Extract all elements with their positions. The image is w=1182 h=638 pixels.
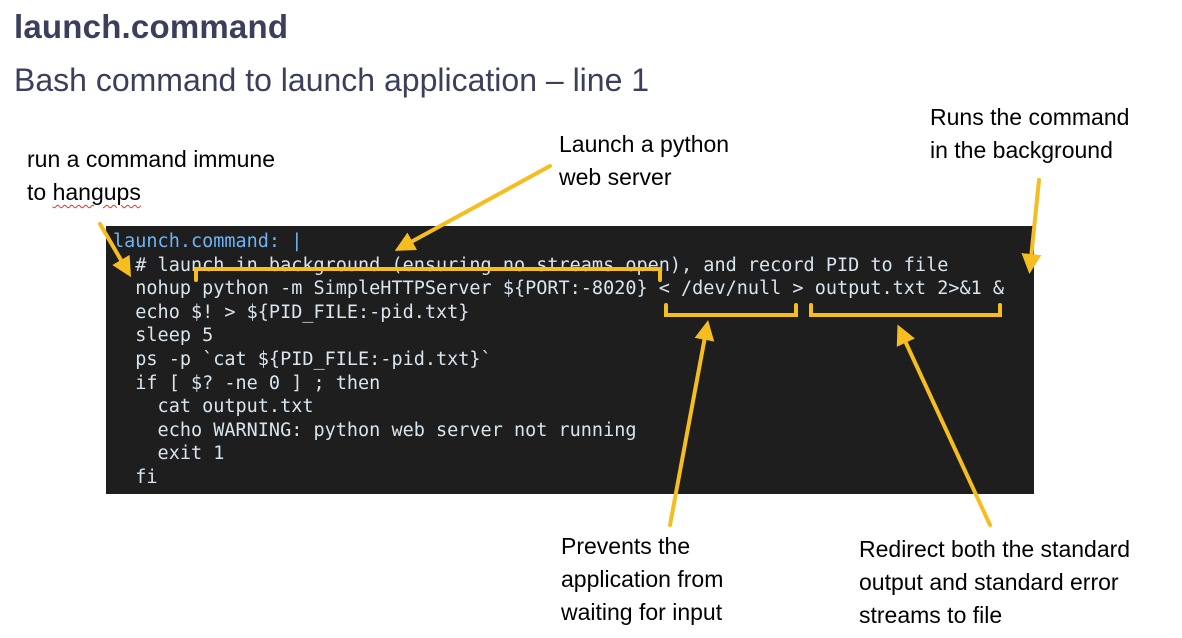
- annotation-hangups-line2: to hangups: [27, 176, 275, 209]
- bracket-devnull: [664, 303, 798, 317]
- code-line-8: echo WARNING: python web server not runn…: [113, 419, 637, 441]
- arrow-python: [394, 164, 552, 251]
- slide-subtitle: Bash command to launch application – lin…: [14, 62, 650, 98]
- code-line-7: cat output.txt: [113, 396, 314, 418]
- annotation-input-line3: waiting for input: [561, 599, 723, 625]
- annotation-python-line1: Launch a python: [559, 131, 730, 157]
- annotation-background: Runs the command in the background: [930, 101, 1129, 167]
- annotation-python-line2: web server: [559, 164, 672, 190]
- code-line-10: fi: [113, 466, 158, 488]
- annotation-hangups: run a command immune to hangups: [27, 143, 275, 209]
- slide-title: launch.command: [14, 8, 289, 45]
- code-line-5: ps -p `cat ${PID_FILE:-pid.txt}`: [113, 348, 492, 370]
- annotation-redirect: Redirect both the standard output and st…: [859, 533, 1130, 632]
- annotation-redirect-line1: Redirect both the standard: [859, 536, 1131, 562]
- annotation-hangups-word-hangups: hangups: [52, 179, 141, 205]
- arrow-hangups: [98, 222, 132, 278]
- code-line-6: if [ $? -ne 0 ] ; then: [113, 372, 381, 394]
- annotation-hangups-word-to: to: [27, 179, 47, 205]
- annotation-background-line1: Runs the command: [930, 104, 1130, 130]
- annotation-python-server: Launch a python web server: [559, 128, 729, 194]
- bracket-python: [194, 267, 662, 282]
- code-line-3: echo $! > ${PID_FILE:-pid.txt}: [113, 301, 470, 323]
- code-line-2: nohup python -m SimpleHTTPServer ${PORT:…: [113, 278, 1005, 300]
- annotation-hangups-line1: run a command immune: [27, 146, 275, 172]
- arrow-redirect: [896, 324, 992, 527]
- annotation-redirect-line3: streams to file: [859, 602, 1003, 628]
- arrow-background: [1021, 178, 1042, 274]
- code-yaml-key: launch.command: |: [113, 231, 303, 252]
- annotation-input: Prevents the application from waiting fo…: [561, 530, 723, 629]
- annotation-input-line1: Prevents the: [561, 533, 691, 559]
- bracket-output: [809, 303, 1002, 317]
- code-line-9: exit 1: [113, 443, 225, 465]
- annotation-input-line2: application from: [561, 566, 724, 592]
- annotation-redirect-line2: output and standard error: [859, 569, 1119, 595]
- annotation-background-line2: in the background: [930, 137, 1113, 163]
- code-line-4: sleep 5: [113, 325, 214, 347]
- arrow-input: [668, 320, 715, 527]
